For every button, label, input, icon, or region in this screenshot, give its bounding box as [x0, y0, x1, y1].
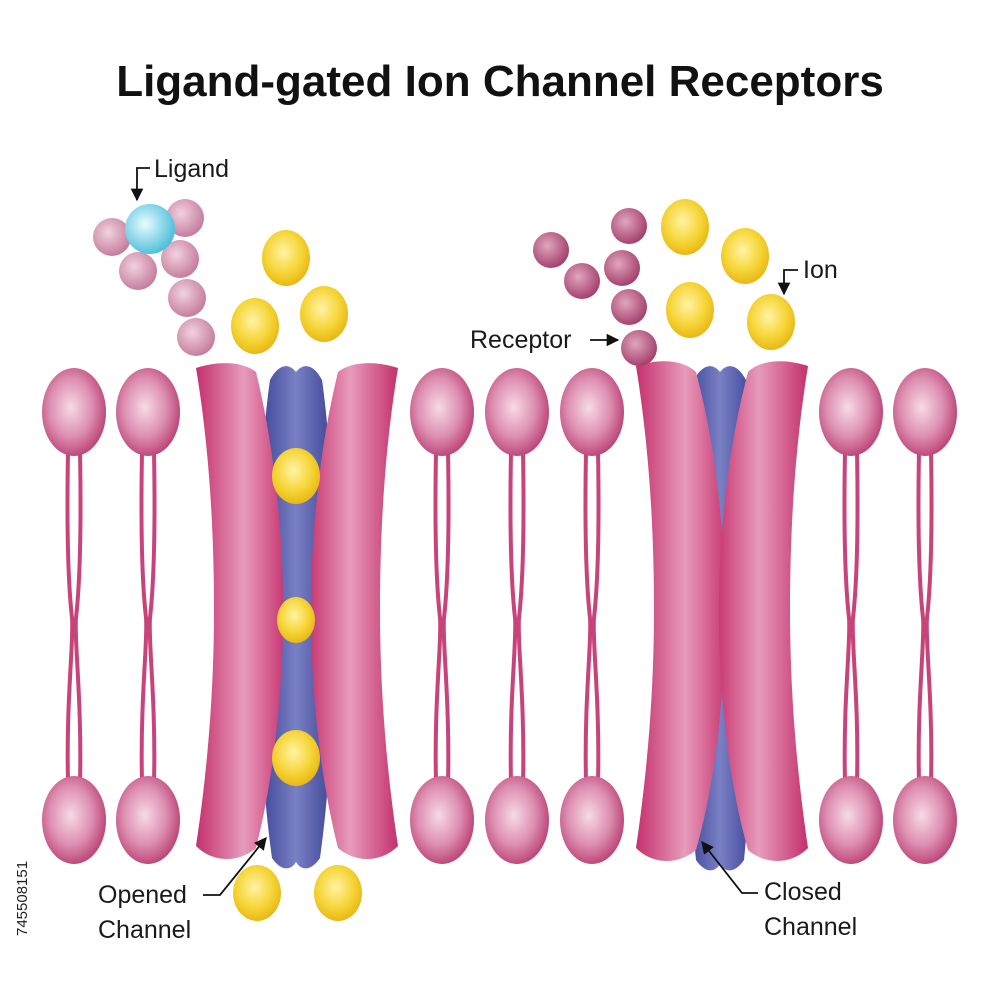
- closed-channel-pointer: [701, 841, 758, 894]
- label-closed-channel-line1: Closed: [764, 878, 842, 906]
- phospholipid-pair: [116, 368, 180, 864]
- ligand-molecule: [125, 204, 175, 254]
- ion: [747, 294, 795, 350]
- phospholipid-head-bottom: [42, 776, 106, 864]
- receptor-bead: [177, 318, 215, 356]
- receptor-bead: [161, 240, 199, 278]
- phospholipid-head-bottom: [485, 776, 549, 864]
- ion: [314, 865, 362, 921]
- receptor-bead: [166, 199, 204, 237]
- phospholipid-head-top: [410, 368, 474, 456]
- opened-channel-left-protein: [196, 363, 284, 859]
- label-ligand: Ligand: [154, 155, 229, 183]
- ion: [666, 282, 714, 338]
- phospholipid-head-top: [485, 368, 549, 456]
- phospholipid-head-top: [560, 368, 624, 456]
- phospholipid-head-bottom: [560, 776, 624, 864]
- closed-channel: [636, 361, 808, 871]
- phospholipid-head-bottom: [116, 776, 180, 864]
- ion: [721, 228, 769, 284]
- ion: [300, 286, 348, 342]
- ion-in-channel: [277, 597, 315, 643]
- ion: [262, 230, 310, 286]
- opened-channel-pointer: [203, 837, 267, 896]
- phospholipid-pair: [893, 368, 957, 864]
- phospholipid-head-top: [819, 368, 883, 456]
- ion-in-channel: [272, 730, 320, 786]
- phospholipid-pair: [485, 368, 549, 864]
- ion-in-channel: [272, 448, 320, 504]
- ligand-bound-receptor: [93, 199, 215, 356]
- phospholipid-pair: [819, 368, 883, 864]
- phospholipid-pair: [560, 368, 624, 864]
- phospholipid-head-top: [42, 368, 106, 456]
- opened-channel-right-protein: [310, 363, 398, 859]
- receptor-bead: [611, 208, 647, 244]
- phospholipid-head-top: [116, 368, 180, 456]
- receptor-bead: [621, 330, 657, 366]
- label-ion: Ion: [803, 256, 838, 284]
- ligand-pointer: [130, 167, 150, 202]
- ion-pointer: [777, 269, 798, 296]
- unbound-receptor: [533, 208, 657, 366]
- receptor-bead: [533, 232, 569, 268]
- stock-id: 745508151: [14, 861, 31, 936]
- phospholipid-head-bottom: [893, 776, 957, 864]
- phospholipid-bilayer: [42, 368, 957, 864]
- receptor-bead: [168, 279, 206, 317]
- ion: [661, 199, 709, 255]
- label-opened-channel-line1: Opened: [98, 881, 187, 909]
- opened-channel: [196, 363, 398, 869]
- receptor-bead: [604, 250, 640, 286]
- closed-channel-right-protein: [718, 361, 808, 861]
- phospholipid-head-bottom: [410, 776, 474, 864]
- ion: [233, 865, 281, 921]
- phospholipid-head-bottom: [819, 776, 883, 864]
- label-receptor: Receptor: [470, 326, 571, 354]
- label-opened-channel-line2: Channel: [98, 916, 191, 944]
- phospholipid-pair: [42, 368, 106, 864]
- annotations: Ligand Ion Receptor Opened Channel Close…: [98, 155, 857, 944]
- label-closed-channel-line2: Channel: [764, 913, 857, 941]
- free-ions: [231, 199, 795, 921]
- phospholipid-pair: [410, 368, 474, 864]
- closed-channel-left-protein: [636, 361, 726, 861]
- receptor-bead: [564, 263, 600, 299]
- receptor-bead: [611, 289, 647, 325]
- receptor-bead: [93, 218, 131, 256]
- receptor-bead: [119, 252, 157, 290]
- page-title: Ligand-gated Ion Channel Receptors: [116, 57, 884, 106]
- ion: [231, 298, 279, 354]
- phospholipid-head-top: [893, 368, 957, 456]
